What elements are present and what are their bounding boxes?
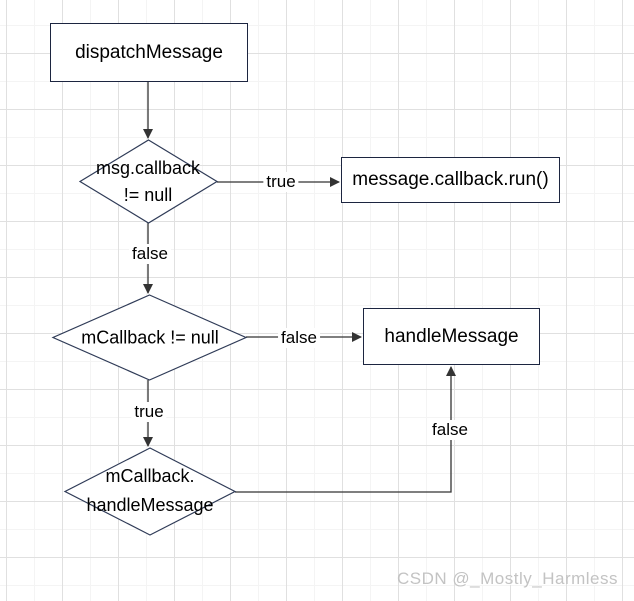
node-dispatch-message-label: dispatchMessage xyxy=(75,41,223,63)
edge-mcallback-handle-false-to-handle-message xyxy=(235,366,456,493)
node-dispatch-message: dispatchMessage xyxy=(50,23,248,82)
decision-mcallback-label: mCallback != null xyxy=(81,325,219,352)
csdn-watermark: CSDN @_Mostly_Harmless xyxy=(397,569,618,588)
decision-mcallback-handle-label: mCallback. handleMessage xyxy=(86,462,213,520)
edge-label-mcallback-false: false xyxy=(278,328,320,348)
decision-mcallback-check xyxy=(51,294,248,381)
decision-msg-callback-label-line2: != null xyxy=(123,185,173,205)
decision-mcallback-label-line1: mCallback != null xyxy=(81,327,219,348)
node-handle-message-label: handleMessage xyxy=(384,325,519,347)
edge-label-msg-callback-true: true xyxy=(263,172,299,192)
edge-label-msg-callback-false: false xyxy=(129,244,171,264)
node-handle-message: handleMessage xyxy=(363,308,540,365)
decision-msg-callback-label-line1: msg.callback xyxy=(95,158,201,178)
decision-msg-callback-label: msg.callback != null xyxy=(96,155,200,209)
node-message-callback-run: message.callback.run() xyxy=(341,157,560,203)
edge-label-mcallback-handle-false: false xyxy=(429,420,471,440)
decision-msg-callback-check xyxy=(78,139,219,224)
decision-mcallback-handle-label-line1: mCallback. xyxy=(105,466,195,486)
edge-label-mcallback-true: true xyxy=(131,402,167,422)
decision-mcallback-handle-label-line2: handleMessage xyxy=(86,495,214,515)
decision-mcallback-handle xyxy=(63,447,237,536)
node-message-callback-run-label: message.callback.run() xyxy=(352,169,549,190)
